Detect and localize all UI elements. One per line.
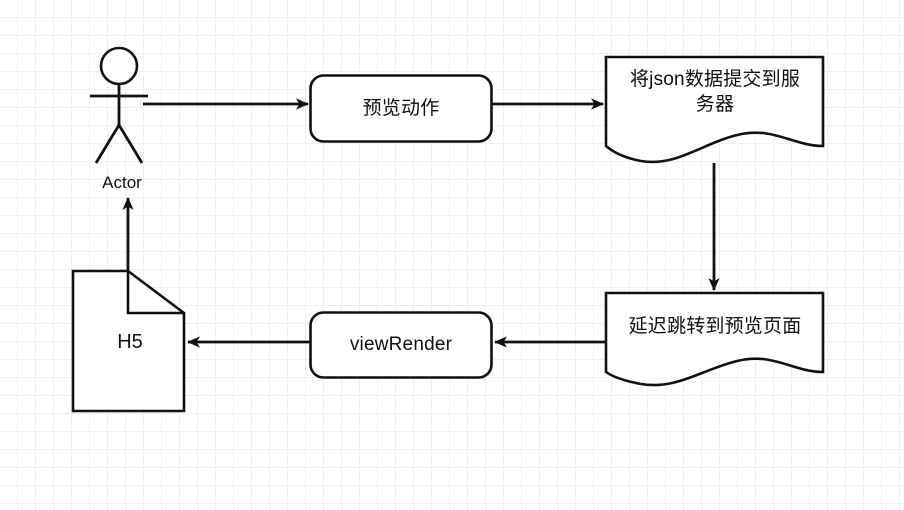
node-delay-jump[interactable] [604, 291, 825, 387]
node-preview-action[interactable] [309, 74, 493, 143]
node-h5-page[interactable] [71, 269, 186, 413]
node-h5-page-label: H5 [117, 331, 143, 353]
actor-label: Actor [102, 173, 142, 192]
actor-shape[interactable] [90, 46, 148, 164]
node-submit-json[interactable] [604, 55, 825, 164]
node-view-render[interactable] [309, 311, 493, 379]
